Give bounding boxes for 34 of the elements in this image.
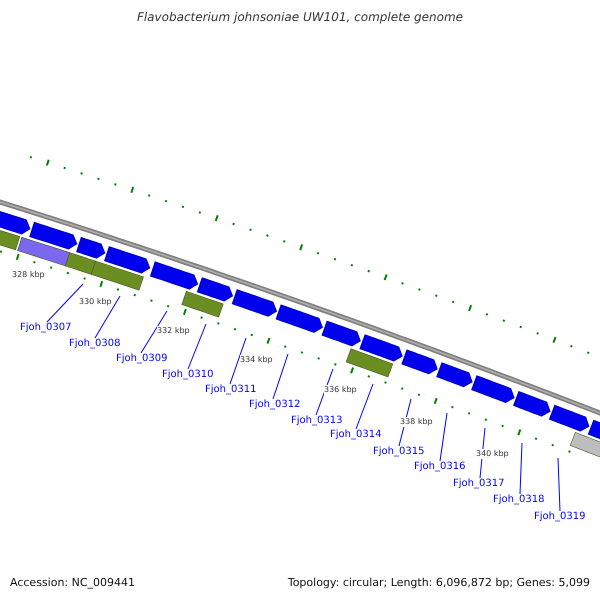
gene-label: Fjoh_0313 [291,415,342,427]
leader-line [94,296,120,338]
gene-label: Fjoh_0319 [534,511,586,523]
position-label: 328 kbp [12,270,45,280]
leader-line [520,442,522,494]
leader-line [440,412,448,462]
gene-label: Fjoh_0312 [249,399,300,411]
gene-label: Fjoh_0314 [330,429,382,441]
position-label: 334 kbp [240,355,273,365]
position-label: 340 kbp [476,449,509,459]
leader-line [46,284,84,322]
gene-label: Fjoh_0316 [414,461,466,473]
gene-label: Fjoh_0317 [453,478,504,490]
accession-text: Accession: NC_009441 [10,575,136,591]
position-label: 332 kbp [157,326,190,336]
leader-line [558,458,560,512]
leader-line [188,324,206,370]
gene-label: Fjoh_0315 [373,446,424,458]
leader-line [140,310,168,354]
gene-label: Fjoh_0310 [162,369,214,381]
gene-label: Fjoh_0308 [69,338,120,350]
leader-line [316,368,334,416]
gene-label: Fjoh_0309 [116,353,168,365]
leader-line [272,354,288,400]
leader-line [230,338,246,384]
position-label: 330 kbp [79,297,112,307]
gene-label: Fjoh_0307 [20,322,72,334]
gene-label: Fjoh_0318 [493,494,544,506]
leader-line [356,384,374,430]
diagram-title: Flavobacterium johnsoniae UW101, complete genome [136,9,464,26]
genome-summary-text: Topology: circular; Length: 6,096,872 bp; Genes: 5,099 [288,575,590,591]
position-label: 338 kbp [400,417,433,427]
gene-label: Fjoh_0311 [205,384,256,396]
position-label: 336 kbp [324,385,357,395]
